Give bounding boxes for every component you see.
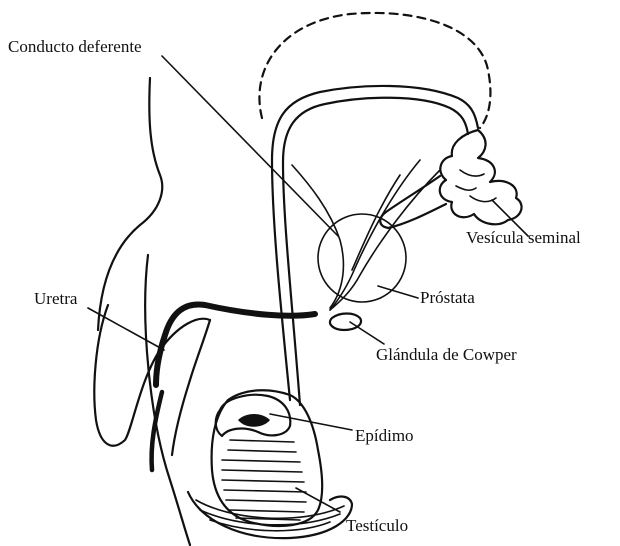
cowper-gland-shape [330,314,361,331]
leader-urethra [88,308,164,350]
label-prostate: Próstata [420,289,475,306]
body-contour [98,78,162,330]
label-vas-deferens: Conducto deferente [8,38,142,55]
penis-outline [94,305,210,446]
seminal-vesicle-inner [456,170,496,202]
label-urethra: Uretra [34,290,77,307]
label-epididymis: Epídimo [355,427,414,444]
ejaculatory-duct-4 [352,175,400,270]
ejaculatory-duct-3 [330,160,420,310]
leader-epididymis [270,414,352,430]
label-seminal-vesicle: Vesícula seminal [466,229,581,246]
seminal-vesicle [440,130,522,224]
leader-vas-deferens [162,56,338,236]
label-testicle: Testículo [346,517,408,534]
label-cowper-gland: Glándula de Cowper [376,346,517,363]
leader-cowper [350,322,384,344]
ejaculatory-duct-1 [292,165,343,308]
urethra-line [156,304,315,385]
epididymis-dark [238,414,270,427]
testicle-shading [222,440,306,520]
testicle-shape [212,390,323,526]
penis-inner-line [172,320,210,455]
